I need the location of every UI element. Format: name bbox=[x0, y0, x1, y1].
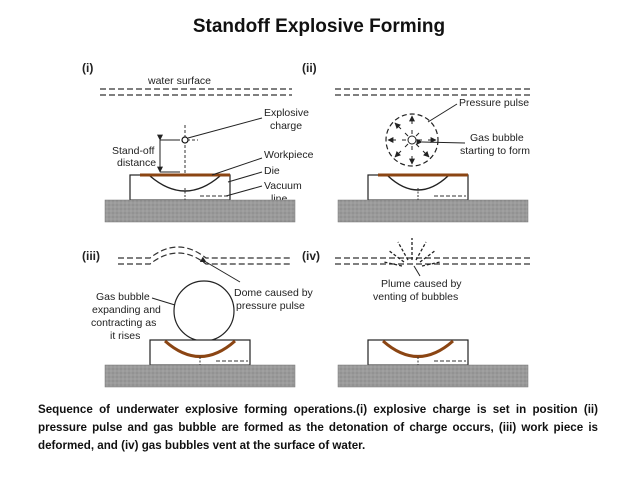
explosive-charge-label-1: Explosive bbox=[264, 107, 309, 119]
gas-bubble-label-1: Gas bubble bbox=[470, 132, 524, 144]
plume-label-2: venting of bubbles bbox=[373, 291, 458, 303]
bubble-rise-label-4: it rises bbox=[110, 330, 140, 342]
gas-bubble-large bbox=[173, 280, 235, 342]
bubble-rise-label-2: expanding and bbox=[92, 304, 161, 316]
water-surface-label: water surface bbox=[147, 75, 211, 87]
gas-bubble-label-2: starting to form bbox=[460, 145, 530, 157]
panel-3: (iii) Dome caused by pressure pulse Gas … bbox=[82, 246, 314, 388]
explosive-charge-label-2: charge bbox=[270, 120, 302, 132]
workpiece-label: Workpiece bbox=[264, 149, 314, 161]
panel-3-label: (iii) bbox=[82, 249, 100, 263]
pressure-pulse-circle bbox=[385, 113, 439, 167]
explosive-charge-icon bbox=[181, 136, 189, 144]
ground-3 bbox=[104, 364, 296, 388]
figure-caption: Sequence of underwater explosive forming… bbox=[38, 403, 598, 452]
panel-2-label: (ii) bbox=[302, 61, 317, 75]
panel-1: (i) water surface Explosive charge Stand… bbox=[82, 61, 314, 223]
explosive-forming-diagram: (i) water surface Explosive charge Stand… bbox=[82, 61, 532, 388]
standoff-label-1: Stand-off bbox=[112, 145, 155, 157]
vacuum-line-label-1: Vacuum bbox=[264, 180, 302, 192]
panel-1-label: (i) bbox=[82, 61, 93, 75]
ground-2 bbox=[337, 199, 529, 223]
pressure-pulse-label: Pressure pulse bbox=[459, 97, 529, 109]
ground-1 bbox=[104, 199, 296, 223]
bubble-rise-label-3: contracting as bbox=[91, 317, 156, 329]
bubble-rise-label-1: Gas bubble bbox=[96, 291, 150, 303]
page-title: Standoff Explosive Forming bbox=[192, 16, 446, 37]
dome-water-surface bbox=[118, 246, 290, 259]
panel-4: (iv) Plume caused by venting of bubbles bbox=[302, 238, 532, 388]
dome-label-1: Dome caused by bbox=[234, 287, 314, 299]
panel-4-label: (iv) bbox=[302, 249, 320, 263]
dome-label-2: pressure pulse bbox=[236, 300, 305, 312]
die-label: Die bbox=[264, 165, 280, 177]
ground-4 bbox=[337, 364, 529, 388]
gas-bubble-icon bbox=[402, 130, 422, 150]
plume-icon bbox=[383, 238, 441, 267]
deformed-workpiece bbox=[164, 339, 236, 358]
standoff-label-2: distance bbox=[117, 157, 156, 169]
plume-label-1: Plume caused by bbox=[381, 278, 462, 290]
panel-2: (ii) Pressure pulse Gas bubble starting … bbox=[302, 61, 532, 223]
